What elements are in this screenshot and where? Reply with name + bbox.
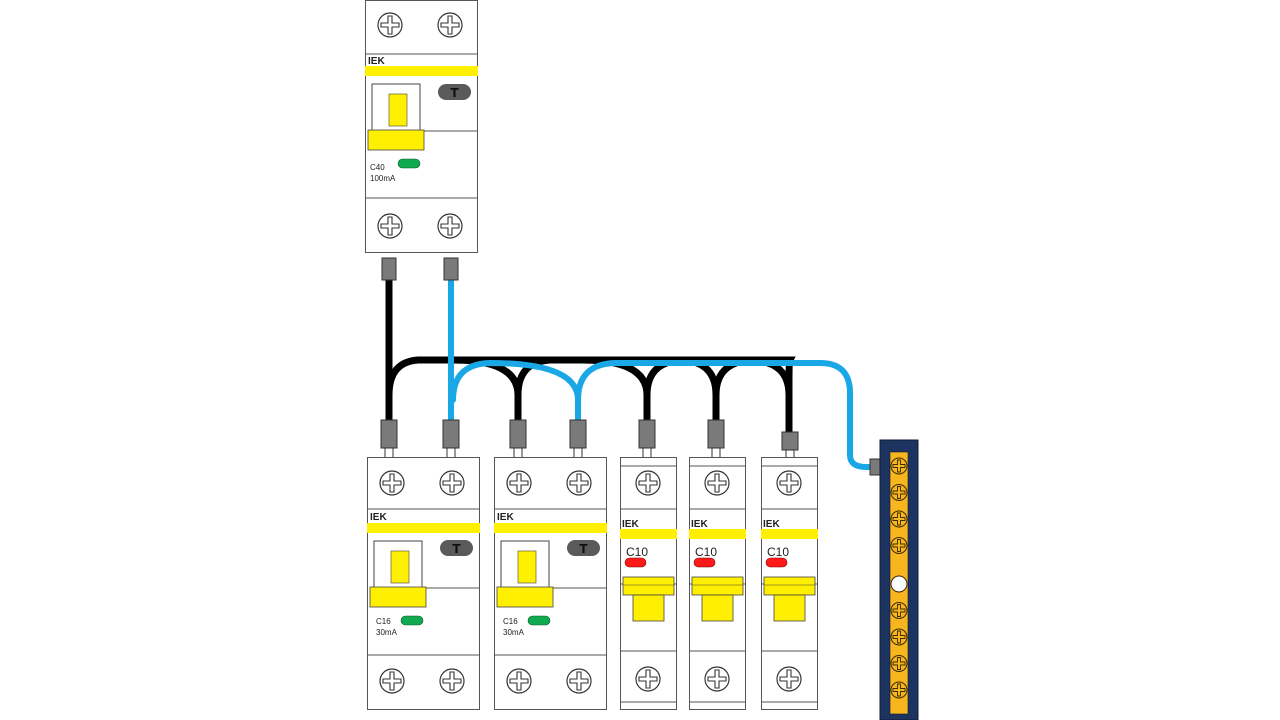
- screw-icon: [776, 666, 802, 692]
- wire-ferrule: [509, 419, 527, 449]
- bus-terminal-screw-icon: [890, 602, 908, 619]
- test-button-label: T: [450, 86, 459, 100]
- bus-terminal-screw-icon: [890, 655, 908, 672]
- brand-logo: IEK: [691, 519, 708, 530]
- screw-icon: [506, 470, 532, 496]
- phase-branch-4: [643, 356, 720, 432]
- sensitivity-label: 100mA: [370, 174, 396, 183]
- test-button-label: T: [452, 542, 461, 556]
- rating-label: C16: [376, 617, 391, 626]
- screw-icon: [379, 668, 405, 694]
- wire-ferrule: [638, 419, 656, 449]
- screw-icon: [377, 213, 403, 239]
- rating-label: C10: [626, 545, 648, 559]
- bus-terminal-screw-icon: [890, 510, 908, 528]
- status-indicator: [527, 615, 551, 626]
- mcb-device[interactable]: IEK C10: [761, 457, 818, 710]
- wire-ferrule: [443, 257, 459, 281]
- wire-ferrule: [381, 257, 397, 281]
- test-button[interactable]: [440, 540, 473, 556]
- status-indicator: [765, 557, 788, 568]
- brand-logo: IEK: [368, 56, 385, 67]
- screw-icon: [506, 668, 532, 694]
- screw-icon: [379, 470, 405, 496]
- mcb-device[interactable]: IEK C10: [689, 457, 746, 710]
- ferrules: [380, 257, 891, 476]
- screw-icon: [437, 213, 463, 239]
- rating-label: C40: [370, 163, 385, 172]
- sensitivity-label: 30mA: [503, 628, 525, 637]
- test-button-label: T: [579, 542, 588, 556]
- wire-ferrule: [380, 419, 398, 449]
- screw-icon: [566, 668, 592, 694]
- rcbo-device[interactable]: IEK T C16 30mA: [494, 457, 607, 710]
- brand-logo: IEK: [763, 519, 780, 530]
- screw-icon: [439, 668, 465, 694]
- status-indicator: [693, 557, 716, 568]
- status-indicator: [397, 158, 421, 169]
- neutral-bus-bar: [879, 439, 919, 720]
- mcb-device[interactable]: IEK C10: [620, 457, 677, 710]
- bus-terminal-screw-icon: [890, 484, 908, 501]
- toggle-lever[interactable]: [691, 576, 744, 596]
- screw-icon: [377, 12, 403, 38]
- bus-terminal-screw-icon: [890, 681, 908, 699]
- neutral-wire: [448, 267, 879, 470]
- toggle-lever[interactable]: [622, 576, 675, 596]
- wire-ferrule: [569, 419, 587, 449]
- screw-icon: [635, 666, 661, 692]
- status-indicator: [400, 615, 424, 626]
- brand-logo: IEK: [622, 519, 639, 530]
- screw-icon: [439, 470, 465, 496]
- bus-terminal-screw-icon: [890, 628, 908, 646]
- screw-icon: [704, 470, 730, 496]
- screw-icon: [437, 12, 463, 38]
- wires: [385, 266, 879, 470]
- sensitivity-label: 30mA: [376, 628, 398, 637]
- status-indicator: [624, 557, 647, 568]
- wire-ferrule: [707, 419, 725, 449]
- bus-terminal-screw-icon: [890, 537, 908, 554]
- brand-logo: IEK: [370, 512, 387, 523]
- screw-icon: [704, 666, 730, 692]
- brand-logo: IEK: [497, 512, 514, 523]
- test-button[interactable]: [438, 84, 471, 100]
- screw-icon: [635, 470, 661, 496]
- rcbo-device[interactable]: IEK T C16 30mA: [367, 457, 480, 710]
- screw-icon: [566, 470, 592, 496]
- toggle-lever[interactable]: [763, 576, 816, 596]
- wire-ferrule: [442, 419, 460, 449]
- main-rcbo[interactable]: IEK T C40 100mA: [365, 0, 478, 253]
- rating-label: C10: [695, 545, 717, 559]
- rating-label: C10: [767, 545, 789, 559]
- test-button[interactable]: [567, 540, 600, 556]
- screw-icon: [776, 470, 802, 496]
- wire-ferrule: [781, 431, 799, 451]
- rating-label: C16: [503, 617, 518, 626]
- free-terminal-hole: [890, 575, 908, 593]
- bus-terminal-screw-icon: [890, 457, 908, 475]
